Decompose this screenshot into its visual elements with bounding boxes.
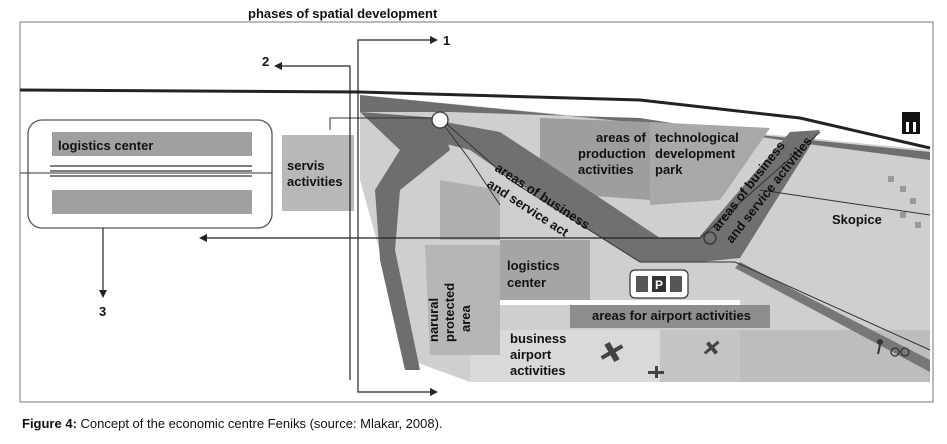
airport-activities-zone [570,305,770,328]
east-feeder-road [699,131,821,239]
tech-label-line3: park [655,162,683,177]
figure-caption: Figure 4: Concept of the economic centre… [22,416,443,431]
house-icon [888,176,894,182]
logistics-center-mid-zone [500,240,590,300]
road-strip [500,300,740,305]
business-diagonal-band [430,122,700,262]
west-arc-band [360,112,450,370]
phase-2-label: 2 [262,54,269,69]
middle-block-a [440,180,500,240]
phase-1-arrowhead [430,36,438,44]
internal-road [329,117,931,351]
phase-2-arrowhead [274,62,282,70]
roundabout-west [431,111,449,129]
airport-activities-label: areas for airport activities [592,308,751,323]
protected-label-line1: narural [426,298,441,342]
phase-south-arrowhead [430,388,438,396]
motorway-sign-lane-right [913,122,916,132]
airplane-icon [600,341,624,363]
production-label-line1: areas of [596,130,647,145]
production-label-line3: activities [578,162,634,177]
logistics-center-top-bar [52,132,252,156]
business-airport-label-line3: activities [510,363,566,378]
servis-activities-block [282,135,354,211]
logistics-center-bottom-bar [52,190,252,214]
airplane-icon [703,340,720,355]
business-right-band [700,130,820,262]
car-icon [636,276,648,292]
airport-runway-patch [660,330,740,382]
airplane-icon [648,366,664,378]
production-label-line2: production [578,146,646,161]
logistics-center-mid-label-line1: logistics [507,258,560,273]
logistics-center-mid-label-line2: center [507,275,546,290]
motorway-sign-lane-left [906,122,909,132]
protected-label-line2: protected [442,283,457,342]
protected-label-line3: area [458,304,473,332]
diagram-title: phases of spatial development [248,6,438,21]
house-icon [915,222,921,228]
parking-letter: P [655,278,663,292]
business-airport-label-line1: business [510,331,566,346]
servis-label-line1: servis [287,158,325,173]
skopice-road [759,189,931,216]
diagram-frame [19,21,934,403]
phase-3-west-arrowhead [199,234,207,242]
logistics-center-left-label: logistics center [58,138,153,153]
protected-area-zone [425,245,500,355]
tech-label-line1: technological [655,130,739,145]
house-icon [910,198,916,204]
pedestrian-cyclist-icon [877,339,910,357]
feeder-road [439,119,501,206]
house-icon [900,212,906,218]
phase-1-arrow-line [357,39,430,380]
house-icon [900,186,906,192]
phase-3-arrowhead [99,290,107,298]
tech-label-line2: development [655,146,736,161]
tech-park-zone [650,122,770,205]
skopice-label: Skopice [832,212,882,227]
highway-band [360,95,930,160]
phase-south-arrow-line [357,380,432,393]
figure-caption-label: Figure 4: [22,416,77,431]
bus-icon [670,276,682,292]
phase-3-label: 3 [99,304,106,319]
phase-2-arrow-line [280,65,351,380]
parking-icon [652,276,666,292]
figure-caption-text: Concept of the economic centre Feniks (s… [76,416,443,431]
business-airport-label-line2: airport [510,347,552,362]
servis-label-line2: activities [287,174,343,189]
roundabout-east [703,231,717,245]
highway-line [19,88,931,150]
motorway-sign-icon [902,112,920,134]
phase-1-label: 1 [443,33,450,48]
